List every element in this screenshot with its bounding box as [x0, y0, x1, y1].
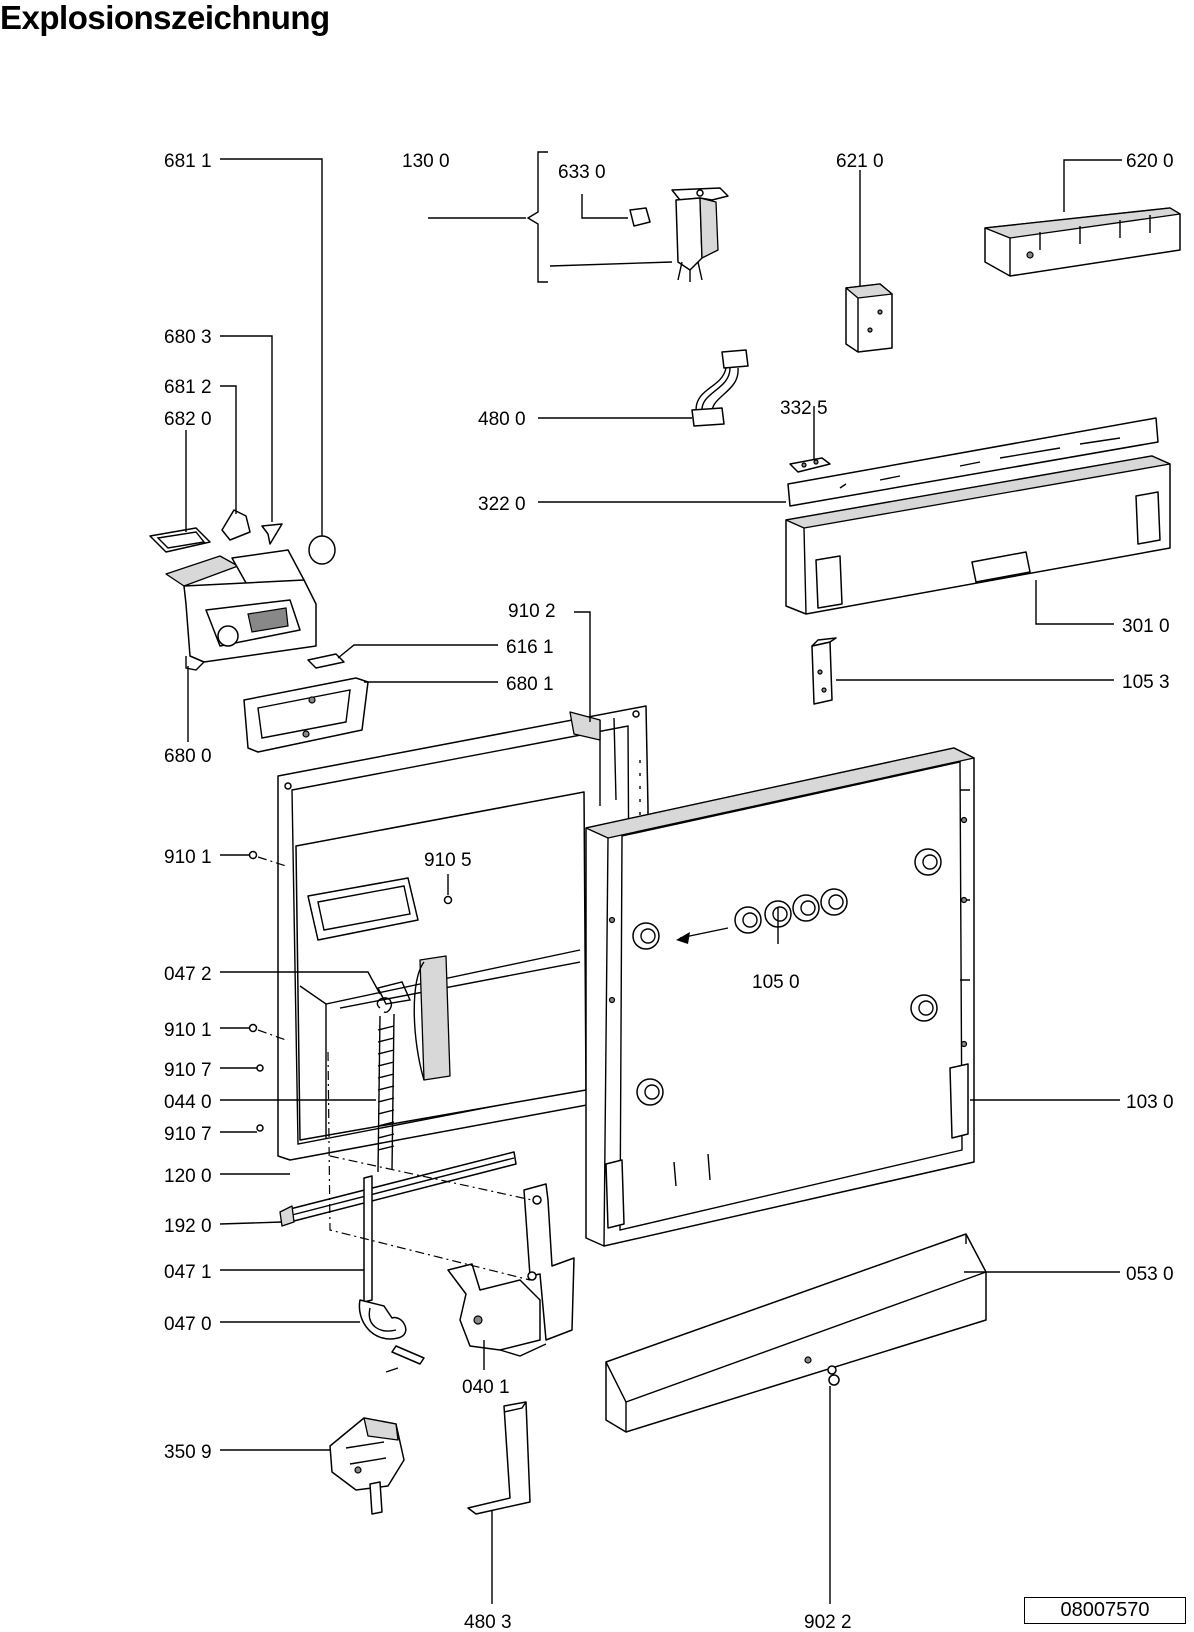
document-number: 08007570 [1024, 1597, 1186, 1624]
label-910-1: 910 1 [164, 847, 212, 868]
clip-902 [827, 1365, 840, 1386]
label-130-0: 130 0 [402, 151, 450, 172]
label-040-1: 040 1 [462, 1377, 510, 1398]
label-332-5: 332 5 [780, 398, 828, 419]
page-title: Explosionszeichnung [0, 0, 330, 36]
label-301-0: 301 0 [1122, 616, 1170, 637]
label-681-2: 681 2 [164, 377, 212, 398]
control-panel-foil-322 [787, 417, 1159, 507]
label-633-0: 633 0 [558, 162, 606, 183]
label-910-5: 910 5 [424, 850, 472, 871]
label-910-2: 910 2 [508, 601, 556, 622]
hinge-bracket-105 [811, 637, 837, 705]
label-910-1-b: 910 1 [164, 1020, 212, 1041]
label-322-0: 322 0 [478, 494, 526, 515]
label-120-0: 120 0 [164, 1166, 212, 1187]
label-103-0: 103 0 [1126, 1092, 1174, 1113]
label-680-0: 680 0 [164, 746, 212, 767]
control-module-621 [845, 283, 893, 353]
label-105-3: 105 3 [1122, 672, 1170, 693]
label-910-7: 910 7 [164, 1060, 212, 1081]
door-latch-assembly [629, 187, 729, 282]
label-620-0: 620 0 [1126, 151, 1174, 172]
label-902-2: 902 2 [804, 1612, 852, 1632]
leader-lines [185, 151, 1122, 1604]
dispenser-small-parts [149, 509, 336, 565]
label-621-0: 621 0 [836, 151, 884, 172]
label-053-0: 053 0 [1126, 1264, 1174, 1285]
label-680-1: 680 1 [506, 674, 554, 695]
label-682-0: 682 0 [164, 409, 212, 430]
hinge-rod-and-spring [358, 1175, 425, 1373]
part-number-labels: 681 1 130 0 633 0 621 0 620 0 680 3 681 … [164, 151, 1174, 1632]
label-192-0: 192 0 [164, 1216, 212, 1237]
spring-assembly [376, 981, 412, 1173]
hinge-unit-350 [329, 1417, 405, 1515]
inner-door-panel-120 [277, 705, 649, 1161]
control-panel-301 [785, 455, 1171, 615]
label-681-1: 681 1 [164, 151, 212, 172]
dispenser-seal-680 [243, 677, 369, 753]
label-680-3: 680 3 [164, 327, 212, 348]
hinge-040 [327, 1051, 575, 1357]
label-105-0: 105 0 [752, 972, 800, 993]
label-047-1: 047 1 [164, 1262, 212, 1283]
detergent-dispenser-680 [165, 549, 317, 671]
bottom-strip-053 [605, 1233, 987, 1433]
label-044-0: 044 0 [164, 1092, 212, 1113]
electronic-board-620 [984, 207, 1181, 277]
lever-616 [307, 653, 345, 669]
label-480-0: 480 0 [478, 409, 526, 430]
small-bracket-332 [789, 457, 831, 473]
outer-door-panel-103 [585, 747, 975, 1247]
label-047-0: 047 0 [164, 1314, 212, 1335]
label-350-9: 350 9 [164, 1442, 212, 1463]
label-480-3: 480 3 [464, 1612, 512, 1632]
label-047-2: 047 2 [164, 964, 212, 985]
screws-910 [248, 850, 453, 1132]
cable-harness-480 [691, 349, 749, 427]
label-616-1: 616 1 [506, 637, 554, 658]
label-910-7-b: 910 7 [164, 1124, 212, 1145]
l-bracket-480 [467, 1401, 531, 1515]
